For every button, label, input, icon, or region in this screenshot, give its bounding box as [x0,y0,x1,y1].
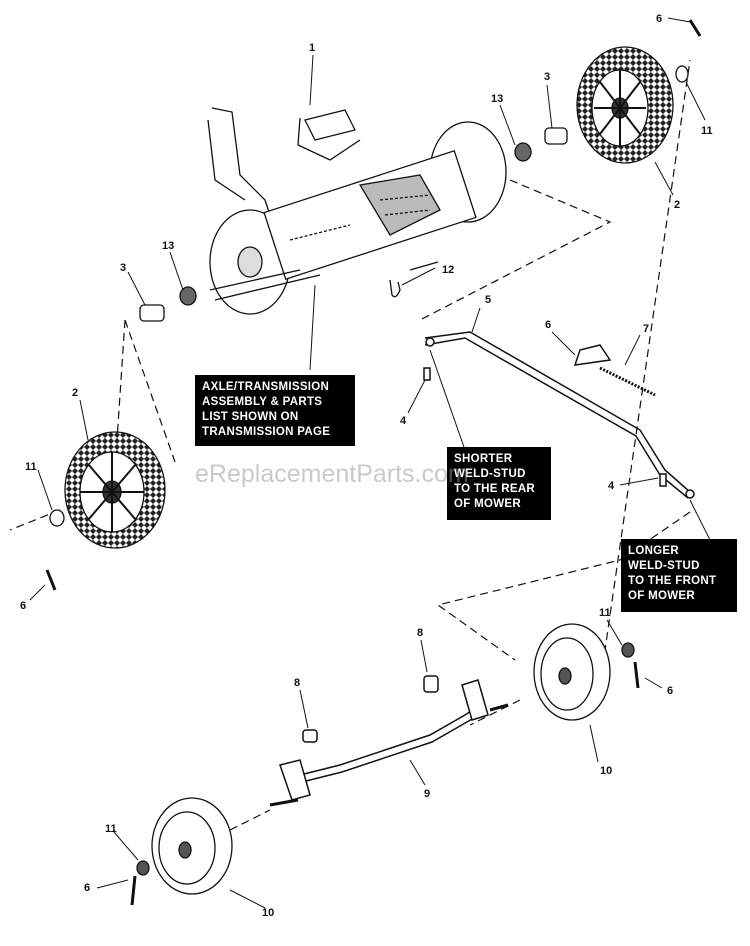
label-4: 4 [400,415,407,427]
label-13: 13 [491,93,503,105]
label-11: 11 [105,823,117,835]
label-8: 8 [417,627,423,639]
label-1: 1 [309,42,315,54]
label-11: 11 [25,461,37,473]
label-6: 6 [84,882,90,894]
label-3: 3 [544,71,550,83]
label-5: 5 [485,294,491,306]
rear-wheel-left [64,431,166,549]
label-6: 6 [545,319,551,331]
leader-lines [29,17,711,909]
spring-12 [389,261,439,298]
label-11: 11 [701,125,713,137]
axle-transmission-assembly [207,107,507,315]
label-13: 13 [162,240,174,252]
label-10: 10 [262,907,274,919]
label-2: 2 [674,199,680,211]
part-number-labels: 1 6 3 13 11 2 3 13 12 5 6 7 4 4 2 11 6 8… [20,13,713,919]
label-9: 9 [424,788,430,800]
bushings-washers [45,19,702,906]
label-11: 11 [599,607,611,619]
label-10: 10 [600,765,612,777]
label-2: 2 [72,387,78,399]
front-axle [269,675,509,807]
callout-longer-weld-stud: LONGER WELD-STUD TO THE FRONT OF MOWER [621,539,737,612]
label-6: 6 [656,13,662,25]
callout-axle-transmission: AXLE/TRANSMISSION ASSEMBLY & PARTS LIST … [195,375,355,446]
label-8: 8 [294,677,300,689]
label-12: 12 [442,264,454,276]
label-4: 4 [608,480,615,492]
height-adjust-rod [423,331,695,499]
callout-shorter-weld-stud: SHORTER WELD-STUD TO THE REAR OF MOWER [447,447,551,520]
label-6: 6 [667,685,673,697]
label-3: 3 [120,262,126,274]
front-wheel-right [533,623,611,721]
front-wheel-left [151,797,233,895]
rear-wheel-right [576,46,674,164]
label-6: 6 [20,600,26,612]
label-7: 7 [643,323,649,335]
